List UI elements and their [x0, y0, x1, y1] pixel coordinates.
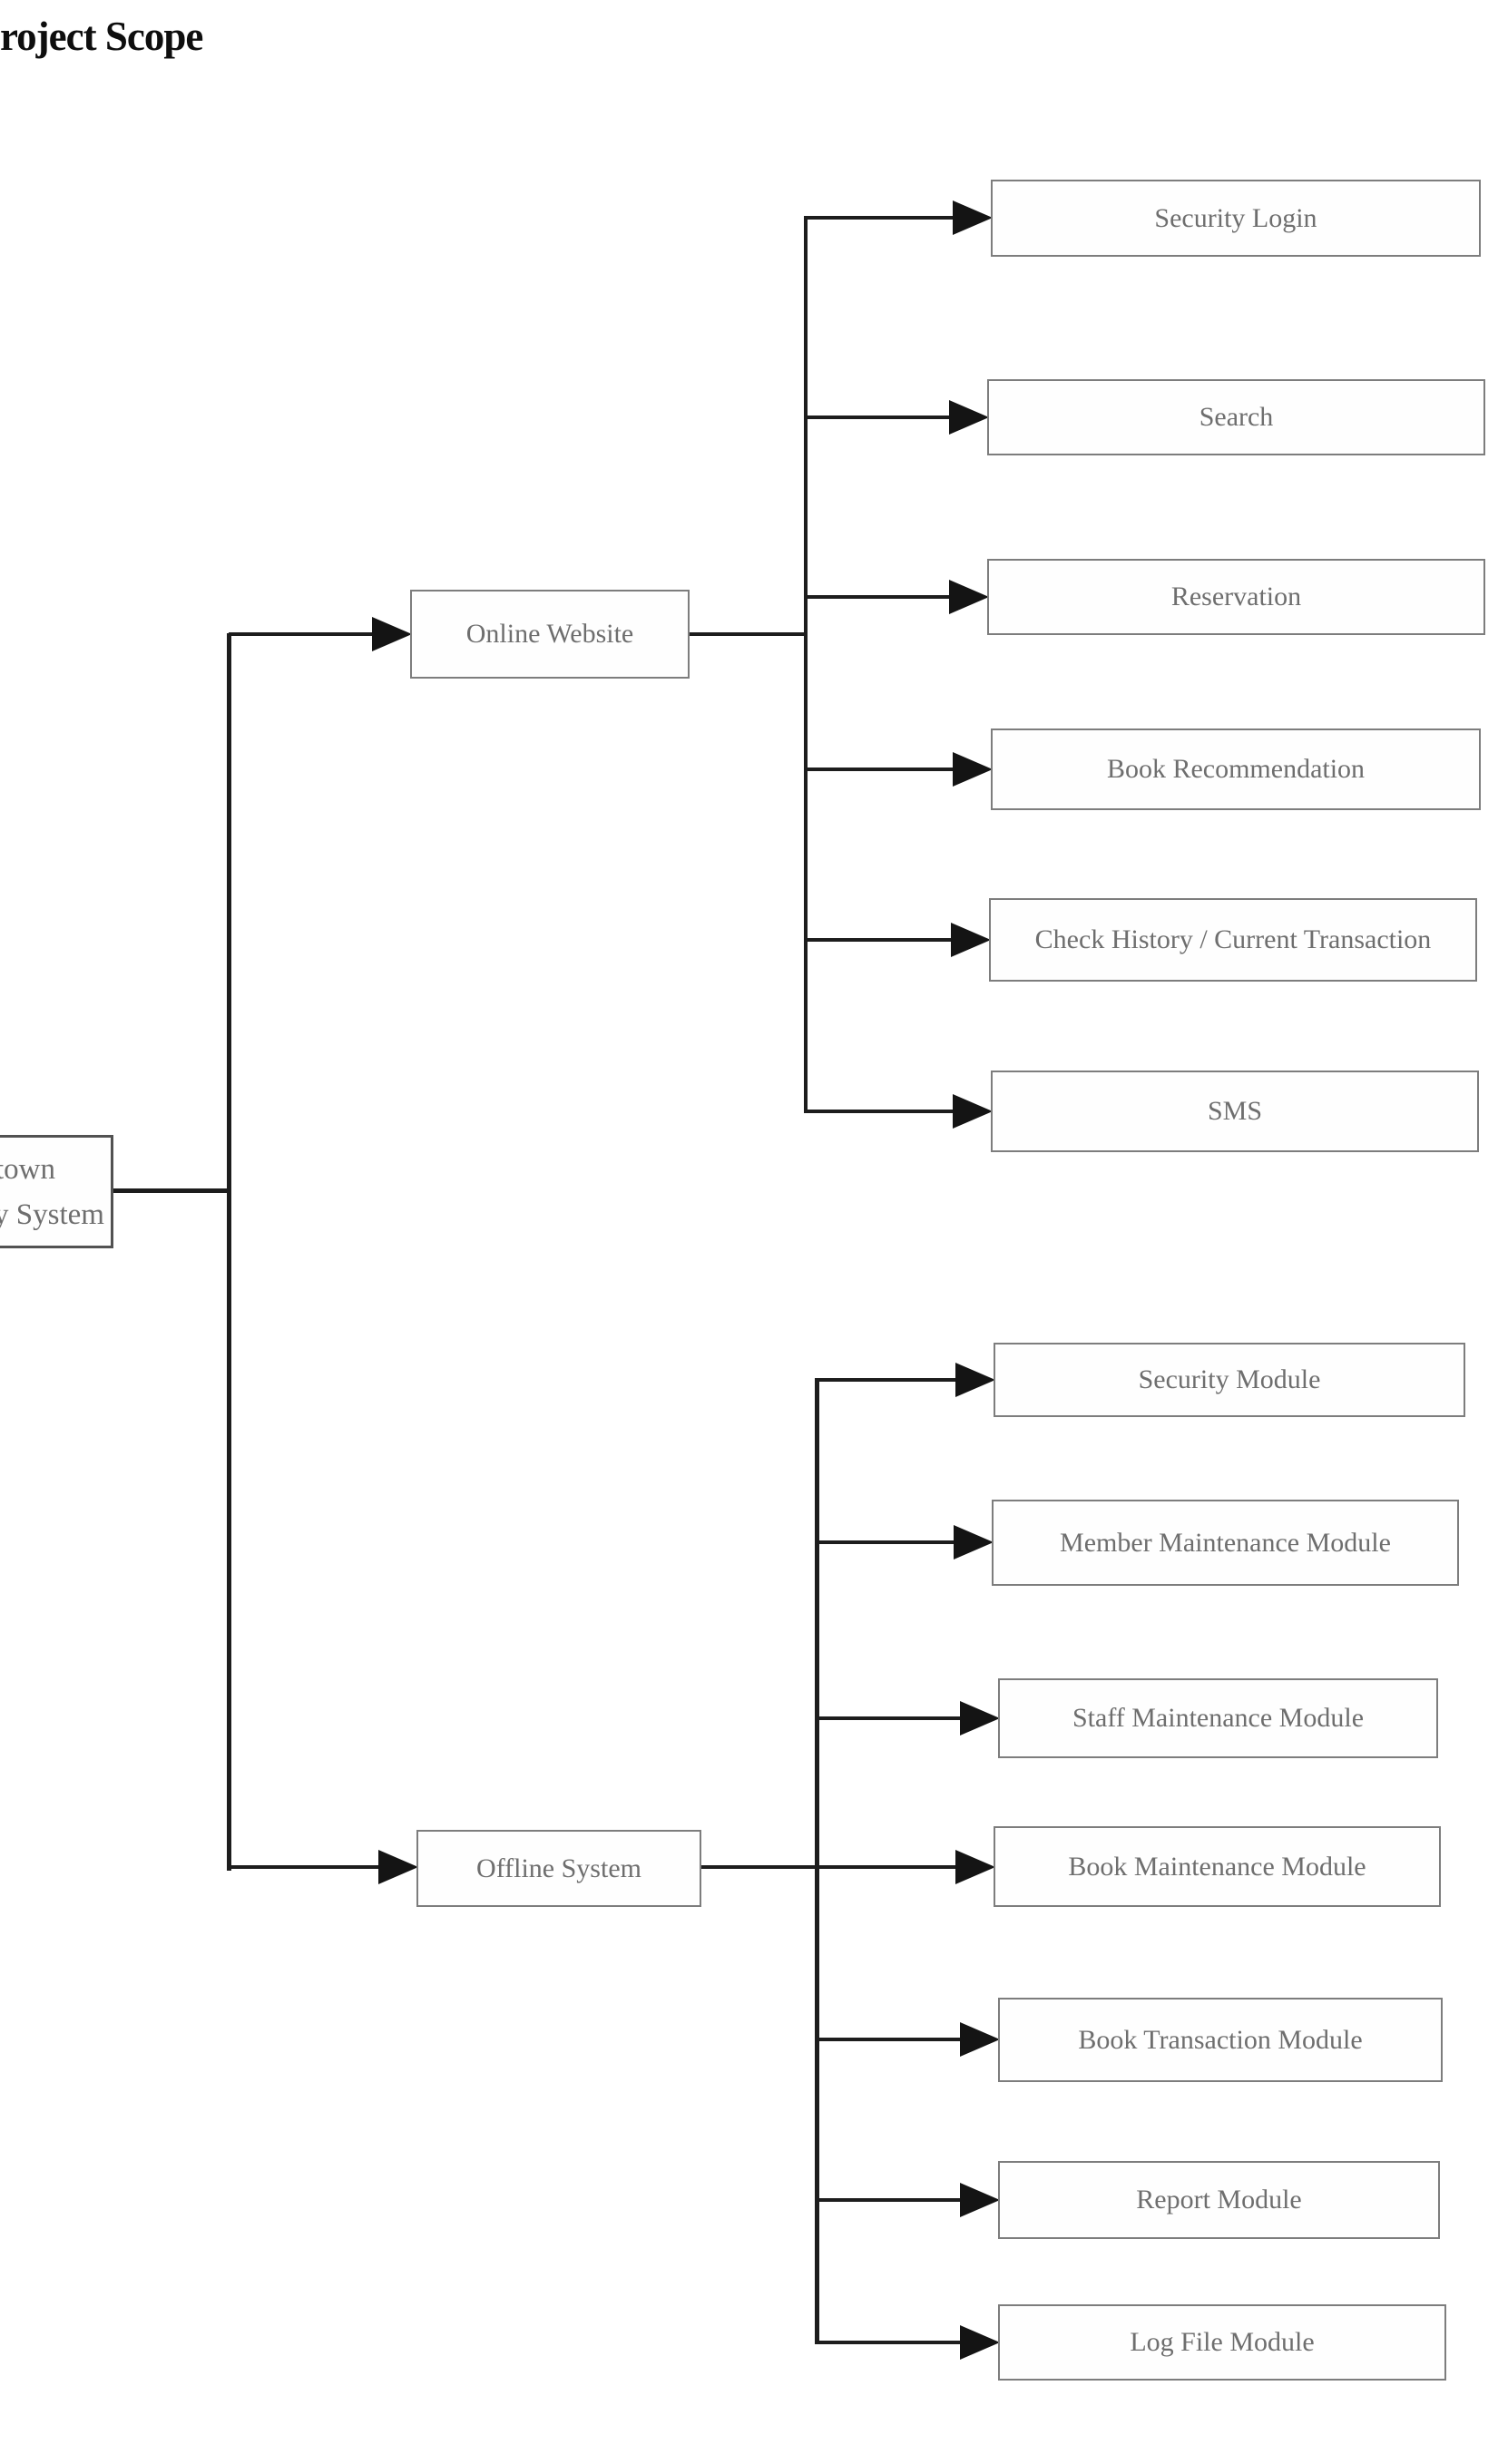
node-label: Book Recommendation — [1106, 754, 1366, 784]
connector-book-recommendation-line — [804, 768, 953, 771]
node-report-module: Report Module — [998, 2161, 1440, 2239]
connector-online-link-line — [690, 632, 804, 636]
connector-sms-line — [804, 1110, 953, 1113]
arrowhead-report-module — [960, 2183, 1000, 2217]
node-online-website: Online Website — [410, 590, 690, 679]
node-label: Book Transaction Module — [1078, 2024, 1363, 2055]
node-label: Security Module — [1138, 1364, 1321, 1394]
arrowhead-book-transaction — [960, 2022, 1000, 2057]
node-label: Member Maintenance Module — [1060, 1527, 1391, 1558]
connector-search-line — [804, 416, 949, 419]
node-security-module: Security Module — [994, 1343, 1465, 1417]
node-root: town y System — [0, 1135, 113, 1248]
node-label: Book Maintenance Module — [1068, 1851, 1366, 1882]
node-offline-system: Offline System — [416, 1830, 701, 1907]
arrowhead-book-recommendation — [953, 752, 993, 787]
connector-book-transaction-line — [815, 2038, 960, 2041]
arrowhead-offline-system — [378, 1850, 418, 1884]
connector-security-module-line — [815, 1378, 955, 1382]
node-label: Check History / Current Transaction — [1034, 924, 1432, 954]
root-label-line2: y System — [0, 1198, 104, 1231]
connector-offline-trunk — [815, 1378, 819, 2344]
connector-reservation-line — [804, 595, 949, 599]
node-label: Log File Module — [1130, 2327, 1315, 2357]
arrowhead-security-login — [953, 200, 993, 235]
node-book-transaction-module: Book Transaction Module — [998, 1998, 1443, 2082]
node-sms: SMS — [991, 1071, 1479, 1152]
node-label: Security Login — [1154, 202, 1317, 233]
node-label: Reservation — [1170, 582, 1302, 611]
node-staff-maintenance-module: Staff Maintenance Module — [998, 1678, 1438, 1758]
connector-offline-branch-line — [229, 1865, 378, 1869]
node-log-file-module: Log File Module — [998, 2304, 1446, 2381]
arrowhead-book-maintenance — [955, 1850, 995, 1884]
arrowhead-online-website — [372, 617, 412, 651]
node-security-login: Security Login — [991, 180, 1481, 257]
node-label: SMS — [1207, 1096, 1263, 1126]
connector-root-line — [112, 1188, 229, 1193]
connector-online-trunk — [804, 216, 808, 1113]
connector-staff-maintenance-line — [815, 1716, 960, 1720]
node-label: Online Website — [465, 619, 634, 649]
root-label-line1: town — [0, 1153, 55, 1186]
connector-offline-link-line — [701, 1865, 815, 1869]
arrowhead-staff-maintenance — [960, 1701, 1000, 1736]
connector-check-history-line — [804, 938, 951, 942]
page-title: roject Scope — [0, 14, 203, 59]
connector-online-branch-line — [229, 632, 372, 636]
node-check-history-current-transaction: Check History / Current Transaction — [989, 898, 1477, 982]
node-book-recommendation: Book Recommendation — [991, 728, 1481, 810]
connector-report-module-line — [815, 2198, 960, 2202]
node-reservation: Reservation — [987, 559, 1485, 635]
node-label: Report Module — [1136, 2185, 1302, 2215]
node-label: Offline System — [476, 1853, 641, 1883]
node-search: Search — [987, 379, 1485, 455]
connector-member-maintenance-line — [815, 1540, 954, 1544]
node-book-maintenance-module: Book Maintenance Module — [994, 1826, 1441, 1907]
arrowhead-log-file — [960, 2325, 1000, 2360]
node-label: Search — [1199, 402, 1274, 432]
node-label: Staff Maintenance Module — [1072, 1703, 1365, 1733]
arrowhead-member-maintenance — [954, 1525, 994, 1560]
connector-log-file-line — [815, 2341, 960, 2344]
arrowhead-security-module — [955, 1363, 995, 1397]
connector-book-maintenance-line — [815, 1865, 955, 1869]
connector-main-trunk — [227, 633, 231, 1871]
arrowhead-check-history — [951, 923, 991, 957]
arrowhead-search — [949, 400, 989, 435]
arrowhead-reservation — [949, 580, 989, 614]
connector-security-login-line — [804, 216, 953, 220]
arrowhead-sms — [953, 1094, 993, 1129]
node-member-maintenance-module: Member Maintenance Module — [992, 1500, 1459, 1586]
